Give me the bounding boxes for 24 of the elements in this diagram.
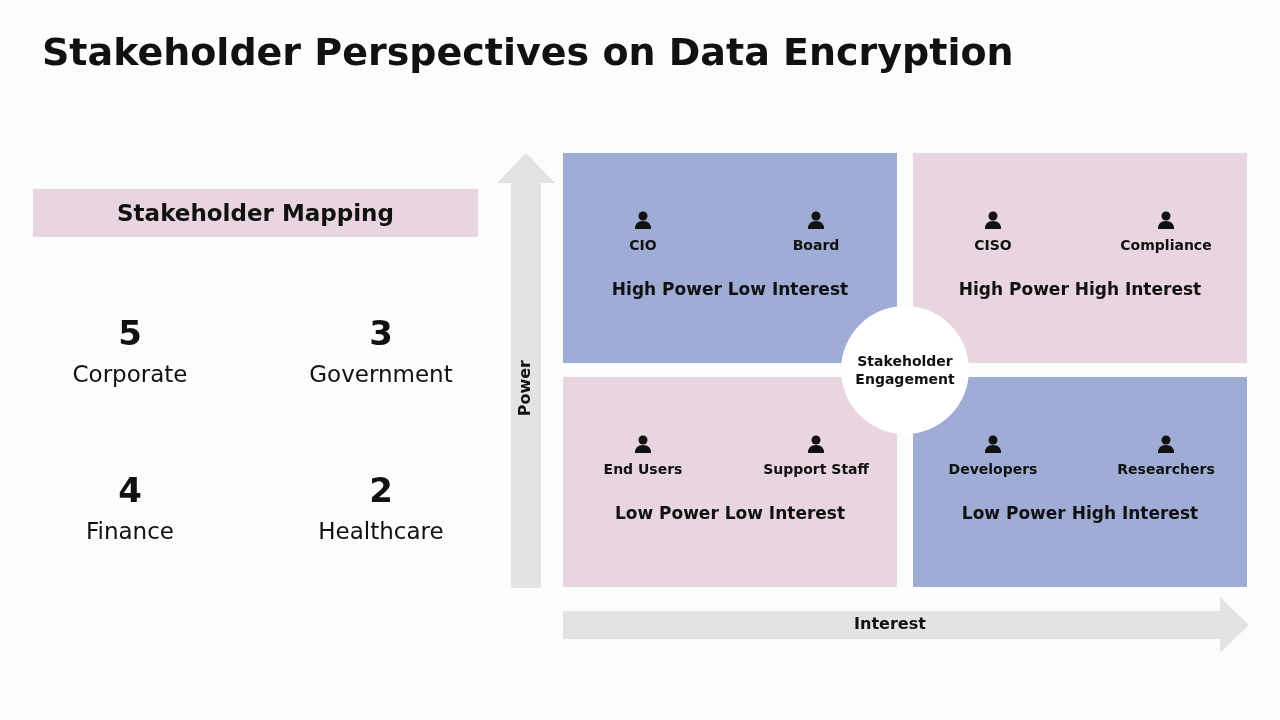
axis-label: Power xyxy=(515,360,534,417)
quadrant-title: Low Power High Interest xyxy=(960,503,1200,523)
quadrant-title: High Power High Interest xyxy=(957,279,1203,299)
stakeholder-name: CIO xyxy=(629,237,657,253)
axis-label: Interest xyxy=(854,614,926,633)
stakeholder-name: Board xyxy=(792,237,840,253)
stat-number: 5 xyxy=(118,313,142,353)
slide-title: Stakeholder Perspectives on Data Encryption xyxy=(42,30,1014,74)
stakeholder-name: End Users xyxy=(603,461,683,477)
stakeholder-name: Compliance xyxy=(1120,237,1212,253)
stat-number: 4 xyxy=(118,470,142,510)
stakeholder-name: Developers xyxy=(948,461,1038,477)
category-label: Corporate xyxy=(72,361,188,387)
category-label: Healthcare xyxy=(318,518,444,544)
category-label: Finance xyxy=(86,518,174,544)
section-header-band: Stakeholder Mapping xyxy=(33,189,478,237)
stat-number: 3 xyxy=(369,313,393,353)
stakeholder-name: CISO xyxy=(974,237,1012,253)
quadrant-title: High Power Low Interest xyxy=(610,279,850,299)
stakeholder-name: Researchers xyxy=(1117,461,1215,477)
stat-number: 2 xyxy=(369,470,393,510)
category-label: Government xyxy=(309,361,453,387)
quadrant-title: Low Power Low Interest xyxy=(613,503,847,523)
stakeholder-name: Support Staff xyxy=(763,461,869,477)
